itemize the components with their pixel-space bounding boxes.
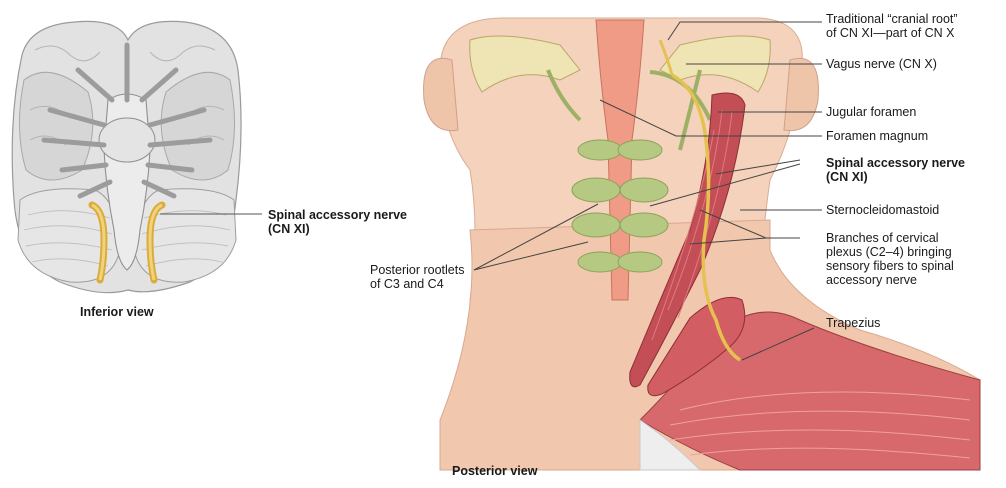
label-line: Branches of cervical [826,231,954,245]
posterior-view-caption: Posterior view [452,464,537,478]
ear-right [784,58,818,130]
label-line: Posterior rootlets [370,263,464,277]
inferior-view-caption: Inferior view [80,305,154,319]
label-line: (CN XI) [268,222,407,236]
label-line: sensory fibers to spinal [826,259,954,273]
temporal-lobe-right [161,72,234,180]
label-foramen-magnum: Foramen magnum [826,129,928,143]
label-line: Spinal accessory nerve [268,208,407,222]
label-cranial-root: Traditional “cranial root” of CN XI—part… [826,12,958,40]
inferior-view-illustration [12,21,262,292]
label-line: Spinal accessory nerve [826,156,965,170]
temporal-lobe-left [19,72,92,180]
label-posterior-rootlets: Posterior rootlets of C3 and C4 [370,263,464,291]
label-trapezius: Trapezius [826,316,880,330]
label-jugular-foramen: Jugular foramen [826,105,916,119]
label-line: plexus (C2–4) bringing [826,245,954,259]
label-sternocleidomastoid: Sternocleidomastoid [826,203,939,217]
pons [99,118,155,162]
ear-left [424,58,458,130]
label-line: of CN XI—part of CN X [826,26,958,40]
label-line: of C3 and C4 [370,277,464,291]
label-line: Traditional “cranial root” [826,12,958,26]
label-spinal-accessory-inferior: Spinal accessory nerve (CN XI) [268,208,407,236]
label-cervical-plexus-branches: Branches of cervical plexus (C2–4) bring… [826,231,954,287]
label-vagus-nerve: Vagus nerve (CN X) [826,57,937,71]
label-line: (CN XI) [826,170,965,184]
label-line: accessory nerve [826,273,954,287]
label-spinal-accessory-posterior: Spinal accessory nerve (CN XI) [826,156,965,184]
